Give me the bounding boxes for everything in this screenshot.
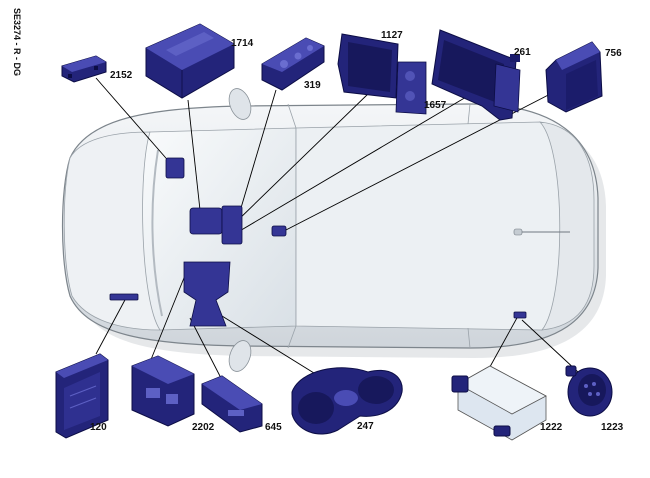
component-756: 756 [545, 41, 622, 113]
label-1127: 1127 [381, 30, 403, 41]
component-319: 319 [261, 37, 325, 91]
leader-2152 [95, 77, 173, 166]
label-261: 261 [514, 47, 531, 58]
label-1657: 1657 [424, 100, 447, 111]
component-1223: 1223 [565, 365, 624, 433]
label-120: 120 [90, 422, 107, 433]
component-645: 645 [201, 375, 282, 433]
leader-261 [237, 89, 479, 233]
leader-lines [95, 77, 579, 381]
leader-645 [189, 317, 223, 381]
reference-code: SE3274 - R - DG [12, 8, 22, 76]
component-2152: 2152 [61, 55, 133, 83]
dash-module-location-marker [189, 207, 223, 235]
camera-location-marker [271, 225, 287, 237]
component-247: 247 [291, 367, 403, 435]
in-car-modules [109, 157, 527, 327]
label-319: 319 [304, 80, 321, 91]
label-756: 756 [605, 48, 622, 59]
leader-1222 [485, 315, 519, 375]
label-2152: 2152 [110, 70, 133, 81]
key-module-location-marker [109, 293, 139, 301]
rear-module-location-marker [513, 311, 527, 319]
component-1714: 1714 [145, 23, 254, 99]
leader-1223 [521, 319, 579, 373]
label-645: 645 [265, 422, 282, 433]
leader-1714 [187, 99, 201, 211]
label-1223: 1223 [601, 422, 624, 433]
component-261: 261 [431, 29, 531, 121]
leader-247 [221, 315, 323, 379]
leader-120 [95, 297, 127, 355]
label-1222: 1222 [540, 422, 563, 433]
leader-1127 [235, 91, 371, 223]
car-body [61, 88, 606, 372]
bsi-location-marker [165, 157, 185, 179]
audio-module-location-marker [221, 205, 243, 245]
label-247: 247 [357, 421, 374, 432]
leader-319 [237, 89, 277, 219]
component-1222: 1222 [451, 365, 563, 441]
component-1127: 1127 1657 [337, 30, 447, 115]
console-module-location-marker [183, 261, 231, 327]
component-120: 120 [55, 353, 109, 439]
component-2202: 2202 [131, 355, 215, 433]
leader-2202 [149, 267, 189, 363]
label-1714: 1714 [231, 38, 254, 49]
label-2202: 2202 [192, 422, 215, 433]
